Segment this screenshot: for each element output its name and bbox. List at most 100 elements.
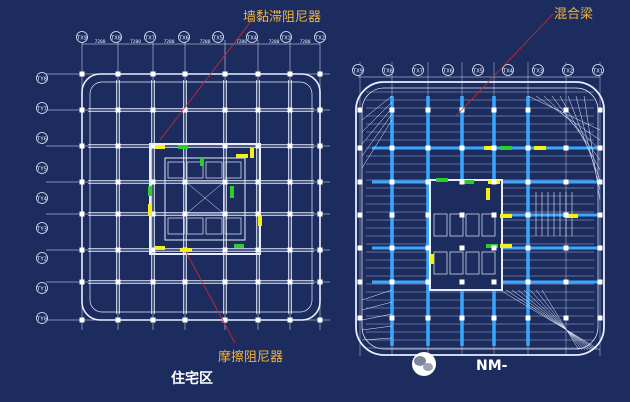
right-corner-diag-tl: [361, 107, 393, 145]
left-core-cell: [205, 161, 223, 179]
right-top-axis-TX1-text: TX1: [593, 68, 603, 74]
right-column: [389, 212, 395, 218]
right-column: [597, 107, 603, 113]
left-damper-1: [178, 145, 188, 149]
right-column: [563, 212, 569, 218]
left-damper-9: [155, 246, 165, 250]
left-column: [150, 143, 156, 149]
left-column: [255, 211, 261, 217]
right-column: [459, 279, 465, 285]
left-top-axis-TX5-circle: [212, 31, 224, 43]
left-core-cell: [224, 161, 242, 179]
left-column: [150, 179, 156, 185]
right-corner-diag-bl: [361, 301, 393, 311]
right-column: [459, 145, 465, 151]
left-core-cell: [167, 161, 185, 179]
right-column: [525, 107, 531, 113]
right-core: [429, 179, 503, 291]
left-damper-3: [250, 148, 254, 158]
watermark-text: NM-: [476, 358, 508, 374]
right-column: [357, 212, 363, 218]
left-core-cell: [224, 217, 242, 235]
right-top-axis-TX4-circle: [502, 64, 514, 76]
right-corner-diag-tr: [583, 95, 601, 201]
right-corner-diag-tl: [361, 95, 393, 121]
left-column: [79, 211, 85, 217]
left-top-axis-TX8: TX8: [110, 31, 122, 43]
right-column: [389, 279, 395, 285]
left-side-axis-TY6-circle: [36, 132, 48, 144]
right-column: [357, 315, 363, 321]
right-top-axis-TX7-circle: [412, 64, 424, 76]
left-dim-text: 7200: [200, 39, 211, 45]
right-top-axis-TX2-circle: [562, 64, 574, 76]
left-column: [287, 179, 293, 185]
right-top-axis-TX8: TX8: [382, 64, 394, 76]
left-column: [317, 317, 323, 323]
left-damper-8: [234, 244, 244, 248]
left-column: [222, 71, 228, 77]
right-corner-diag-tr: [551, 95, 601, 161]
left-column: [255, 107, 261, 113]
right-damper-7: [500, 214, 512, 218]
right-corner-diag-bl: [361, 325, 393, 331]
right-column: [425, 179, 431, 185]
right-column: [597, 212, 603, 218]
friction-damper-label: 摩擦阻尼器: [218, 350, 284, 365]
left-side-axis-TY8: TY8: [36, 72, 48, 84]
right-column: [563, 315, 569, 321]
right-column: [425, 245, 431, 251]
right-plan-outline: [355, 81, 605, 356]
right-column: [357, 145, 363, 151]
left-dim-text: 7200: [130, 39, 141, 45]
right-top-axis-TX2: TX2: [562, 64, 574, 76]
left-column: [222, 247, 228, 253]
left-column: [255, 179, 261, 185]
left-damper-10: [180, 248, 192, 252]
left-core-lobby: [185, 181, 225, 215]
right-top-axis-TX9-text: TX9: [353, 68, 363, 74]
left-top-axis-TX3-text: TX3: [281, 35, 291, 41]
hybrid-beam-leader: [455, 13, 554, 117]
right-core-cell: [465, 213, 480, 237]
left-column: [317, 247, 323, 253]
left-column: [317, 179, 323, 185]
right-corner-framing: [361, 95, 601, 351]
left-column: [182, 107, 188, 113]
hybrid-beam-label: 混合梁: [554, 7, 594, 22]
right-damper-2: [534, 146, 546, 150]
right-plan-inner-outline: [361, 87, 599, 350]
right-core-cell: [449, 213, 464, 237]
right-corner-diag-br: [535, 289, 583, 351]
left-side-axis-TY3: TY3: [36, 222, 48, 234]
left-top-axis-TX4-circle: [246, 31, 258, 43]
right-column: [525, 145, 531, 151]
right-top-axis-TX7: TX7: [412, 64, 424, 76]
left-side-axis-TY8-text: TY8: [37, 76, 47, 82]
left-column: [255, 247, 261, 253]
left-column: [79, 179, 85, 185]
left-dim-text: 7200: [269, 39, 280, 45]
wechat-watermark-icon: [412, 352, 436, 376]
left-top-axis-TX7-circle: [144, 31, 156, 43]
left-damper-7: [258, 216, 262, 226]
left-column: [79, 71, 85, 77]
left-column: [79, 247, 85, 253]
left-column: [150, 317, 156, 323]
right-column: [525, 212, 531, 218]
left-top-axis-TX6: TX6: [178, 31, 190, 43]
left-column: [317, 71, 323, 77]
left-side-axis-TY2-text: TY2: [37, 256, 47, 262]
left-side-axis-TY1-text: TY1: [37, 286, 47, 292]
left-column: [115, 143, 121, 149]
left-damper-11: [200, 158, 204, 166]
right-top-axis-TX4-text: TX4: [503, 68, 514, 74]
right-damper-9: [500, 244, 512, 248]
left-core-wall: [149, 143, 261, 255]
right-top-axis-TX1-circle: [592, 64, 604, 76]
left-column: [115, 211, 121, 217]
left-column: [222, 179, 228, 185]
right-corner-diag-tl: [361, 113, 393, 157]
right-corner-diag-br: [529, 289, 586, 351]
